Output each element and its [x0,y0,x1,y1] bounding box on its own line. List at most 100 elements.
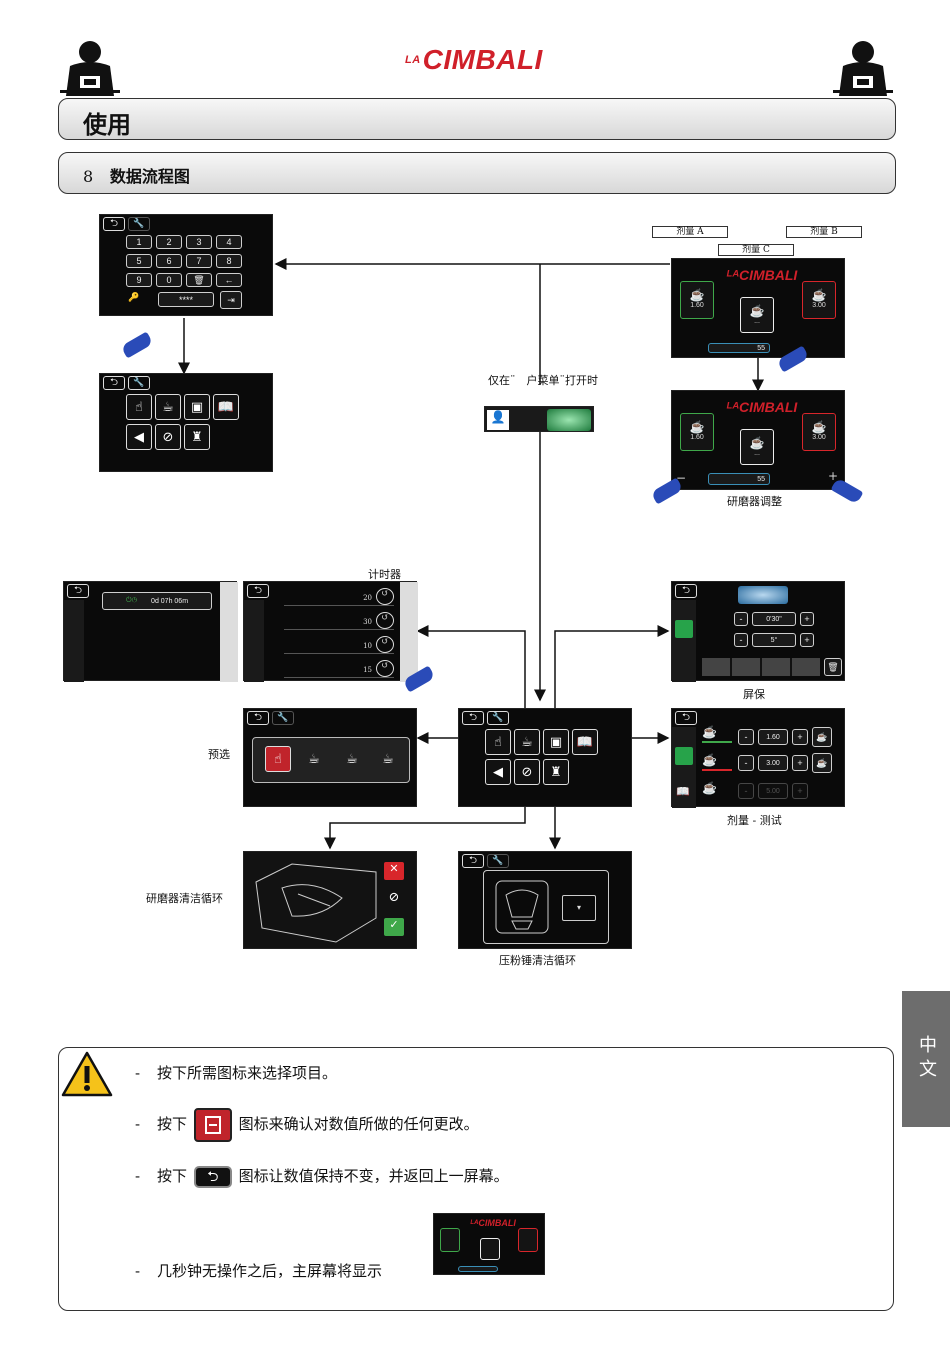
back-icon[interactable]: ⮌ [103,217,125,231]
note-2: -按下 图标来确认对数值所做的任何更改。 [135,1108,479,1142]
toggle-switch[interactable] [547,409,591,431]
dose-a-button[interactable]: ☕1.60 [680,281,714,319]
dose-a-button[interactable]: ☕1.60 [680,413,714,451]
dose-b-icon: ☕ [702,753,732,771]
plus-button[interactable]: + [792,729,808,745]
menu-screen-user: ⮌ 🔧 ☝ ☕ ▣ 📖 ◀ ⊘ ♜ [99,373,273,472]
book-icon[interactable]: 📖 [213,394,239,420]
dose-c-icon[interactable]: ☕ [382,751,394,767]
back-icon[interactable]: ⮌ [675,584,697,598]
key-5[interactable]: 5 [126,254,152,268]
back-icon[interactable]: ⮌ [103,376,125,390]
password-field[interactable]: **** [158,292,214,307]
dose-a-label: 剂量 A [652,226,728,238]
trash-icon[interactable]: 🗑 [186,273,212,287]
dose-b-button[interactable]: ☕3.00 [802,413,836,451]
minus-button[interactable]: - [734,633,748,647]
backspace-icon[interactable]: ← [216,273,242,287]
screensaver-label: 屏保 [743,688,765,701]
timer-list-screen: ⮌ 20↺ 30↺ 10↺ 15↺ [243,581,418,682]
waiter-icon [60,41,120,96]
minus-button[interactable]: - [734,612,748,626]
grind-bar [458,1266,498,1272]
plus-button[interactable]: + [800,633,814,647]
key-4[interactable]: 4 [216,235,242,249]
hand-icon[interactable]: ☝ [485,729,511,755]
close-icon[interactable]: ✕ [384,862,404,880]
back-icon[interactable]: ⮌ [247,711,269,725]
section-title-bar: 使用 [58,98,896,140]
timer-row[interactable]: 30↺ [284,612,394,630]
clean-cycle-icon[interactable]: ⊘ [155,424,181,450]
enter-icon[interactable]: ⇥ [220,291,242,309]
key-7[interactable]: 7 [186,254,212,268]
dose-c-button[interactable]: ☕... [740,297,774,333]
back-icon[interactable]: ⮌ [462,854,484,868]
user-icon: 👤 [487,410,509,430]
wrench-icon[interactable]: 🔧 [128,376,150,390]
key-0[interactable]: 0 [156,273,182,287]
screensaver-icon[interactable]: ▣ [543,729,569,755]
clean-cycle-icon: ⊘ [388,890,400,905]
timer-row[interactable]: 10↺ [284,636,394,654]
trash-icon[interactable]: 🗑 [824,658,842,676]
wrench-icon[interactable]: 🔧 [487,711,509,725]
key-9[interactable]: 9 [126,273,152,287]
grind-value[interactable]: 55 [708,473,770,485]
play-button[interactable]: ▾ [562,895,596,921]
cup-icon[interactable]: ☕ [514,729,540,755]
plus-icon[interactable]: + [828,469,839,483]
tamper-clean-icon[interactable]: ♜ [543,759,569,785]
keypad-screen: ⮌ 🔧 1 2 3 4 5 6 7 8 9 0 🗑 ← 🔑 **** ⇥ [99,214,273,316]
key-6[interactable]: 6 [156,254,182,268]
back-icon[interactable]: ⮌ [247,584,269,598]
speaker-icon[interactable]: ◀ [126,424,152,450]
dose-b-value: 3.00 [758,755,788,771]
minus-icon[interactable]: − [676,471,687,485]
key-3[interactable]: 3 [186,235,212,249]
speaker-icon[interactable]: ◀ [485,759,511,785]
dispense-icon[interactable]: ☕ [812,727,832,747]
grind-bar[interactable]: 55 [708,343,770,353]
minus-button[interactable]: - [738,729,754,745]
key-8[interactable]: 8 [216,254,242,268]
key-1[interactable]: 1 [126,235,152,249]
minus-button[interactable]: - [738,755,754,771]
dose-b-button[interactable]: ☕3.00 [802,281,836,319]
dose-b-icon[interactable]: ☕ [346,751,358,767]
note-3: -按下 ⮌ 图标让数值保持不变，并返回上一屏幕。 [135,1165,509,1188]
toggle-switch[interactable] [738,586,788,604]
dose-a-icon[interactable]: ☕ [308,751,320,767]
back-icon[interactable]: ⮌ [67,584,89,598]
plus-button[interactable]: + [800,612,814,626]
image-strip[interactable] [702,658,820,676]
scrollbar[interactable] [400,582,418,682]
tamper-user-icon[interactable]: ♜ [184,424,210,450]
preselect-label: 预选 [208,748,230,761]
wrench-icon: 🔧 [487,854,509,868]
save-icon[interactable] [675,620,693,638]
scrollbar[interactable] [220,582,238,682]
save-icon[interactable] [675,747,693,765]
confirm-icon[interactable]: ✓ [384,918,404,936]
user-toggle[interactable]: 👤 [484,406,594,432]
timer-row[interactable]: 15↺ [284,660,394,678]
hand-icon[interactable]: ☝ [265,746,291,772]
back-icon[interactable]: ⮌ [462,711,484,725]
plus-button[interactable]: + [792,755,808,771]
clean-cycle-icon[interactable]: ⊘ [514,759,540,785]
book-icon[interactable]: 📖 [572,729,598,755]
dose-a-icon: ☕ [702,725,732,743]
dose-b-label: 剂量 B [786,226,862,238]
dispense-icon[interactable]: ☕ [812,753,832,773]
back-icon[interactable]: ⮌ [675,711,697,725]
subsection-title: 8 数据流程图 [83,167,190,186]
timer-row[interactable]: 20↺ [284,588,394,606]
key-2[interactable]: 2 [156,235,182,249]
screensaver-icon[interactable]: ▣ [184,394,210,420]
hand-icon[interactable]: ☝ [126,394,152,420]
grinder-adjust-screen: ᴸᴬCIMBALI ☕1.60 ☕... ☕3.00 − 55 + [671,390,845,490]
dose-c-button[interactable]: ☕... [740,429,774,465]
cup-icon[interactable]: ☕ [155,394,181,420]
home-screen: ᴸᴬCIMBALI ☕1.60 ☕... ☕3.00 55 [671,258,845,358]
